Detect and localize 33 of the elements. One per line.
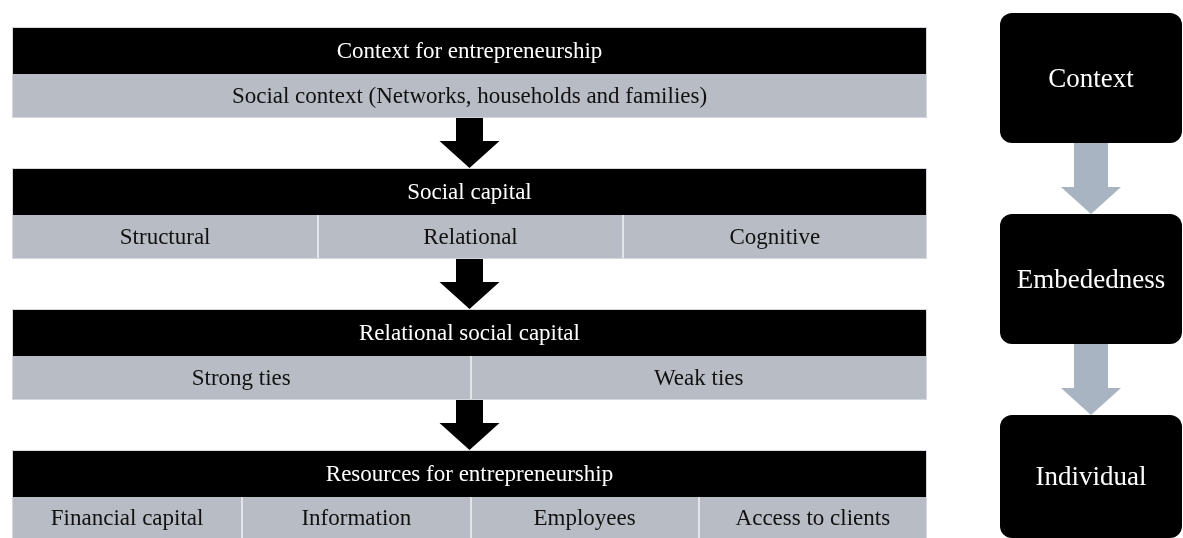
cell-label: Strong ties [191,364,291,391]
cell-label: Financial capital [50,505,204,531]
stage-label: Embededness [1016,263,1166,295]
cell-label: Social context (Networks, households and families) [231,82,708,109]
stage-box [1000,214,1182,344]
block-arrow [439,400,500,450]
level-panel [12,309,927,400]
cell-label: Weak ties [654,364,744,391]
header-text: Resources for entrepreneurship [325,461,614,487]
level-panel [12,168,927,259]
cell-label: Structural [119,223,211,250]
header-bar [13,169,926,215]
cell-label: Employees [533,505,636,531]
header-text: Relational social capital [359,320,580,346]
header-bar [13,451,926,497]
stage-box [1000,415,1182,538]
stage-label: Individual [1035,461,1147,492]
cell-label: Access to clients [735,505,891,531]
header-bar [13,28,926,74]
cell-label: Relational [423,223,518,250]
block-arrow [439,118,500,168]
block-arrow [1061,344,1121,415]
block-arrow [1061,143,1121,214]
level-panel [12,450,927,538]
stage-box [1000,13,1182,143]
header-text: Context for entrepreneurship [336,38,603,64]
header-text: Social capital [407,179,532,205]
stage-label: Context [1048,62,1134,94]
block-arrow [439,259,500,309]
header-bar [13,310,926,356]
cell-label: Information [301,505,412,531]
level-panel [12,27,927,118]
cell-label: Cognitive [729,223,821,250]
